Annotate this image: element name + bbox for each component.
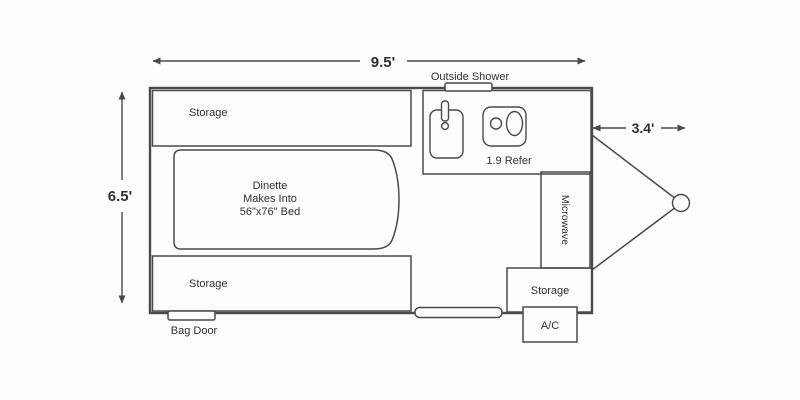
hitch-coupler-icon — [671, 193, 691, 213]
outer-wall — [148, 86, 594, 315]
entry-step — [414, 306, 503, 319]
kitchen-counter — [422, 89, 592, 175]
burner-small-icon — [489, 117, 503, 130]
dimension-lines — [118, 57, 686, 304]
trailer-tongue — [591, 134, 691, 271]
outside-shower-port — [444, 82, 493, 92]
storage-right-label: Storage — [531, 285, 570, 297]
ac-unit — [522, 306, 578, 343]
dinette-label-line1: Dinette — [253, 180, 288, 192]
ac-label: A/C — [541, 320, 559, 332]
storage-bottom-label: Storage — [189, 278, 228, 290]
labels: 9.5' 6.5' 3.4' Outside Shower Storage Di… — [108, 54, 655, 337]
dinette-label-line3: 56"x76" Bed — [240, 206, 300, 218]
sink-drain-icon — [440, 121, 450, 131]
bag-door-hatch — [167, 310, 216, 321]
storage-top-label: Storage — [189, 107, 228, 119]
dinette-bed — [173, 149, 400, 250]
burner-large-icon — [505, 110, 524, 137]
storage-bottom-cabinet — [151, 255, 412, 312]
microwave-label: Microwave — [559, 195, 571, 245]
kitchen-fixtures — [429, 100, 527, 159]
tongue-top-bar — [591, 134, 677, 200]
length-dim-label: 9.5' — [371, 54, 395, 71]
storage-top-cabinet — [151, 89, 412, 147]
tongue-bottom-bar — [591, 206, 677, 271]
tongue-dim-label: 3.4' — [632, 120, 655, 136]
refrigerator-label: 1.9 Refer — [486, 155, 532, 167]
width-dim-label: 6.5' — [108, 188, 132, 205]
exterior-features — [167, 82, 578, 343]
bag-door-label: Bag Door — [171, 325, 218, 337]
trailer-body — [148, 86, 594, 315]
sink-faucet-icon — [440, 100, 450, 122]
outside-shower-label: Outside Shower — [431, 71, 510, 83]
dinette-label-line2: Makes Into — [243, 193, 297, 205]
